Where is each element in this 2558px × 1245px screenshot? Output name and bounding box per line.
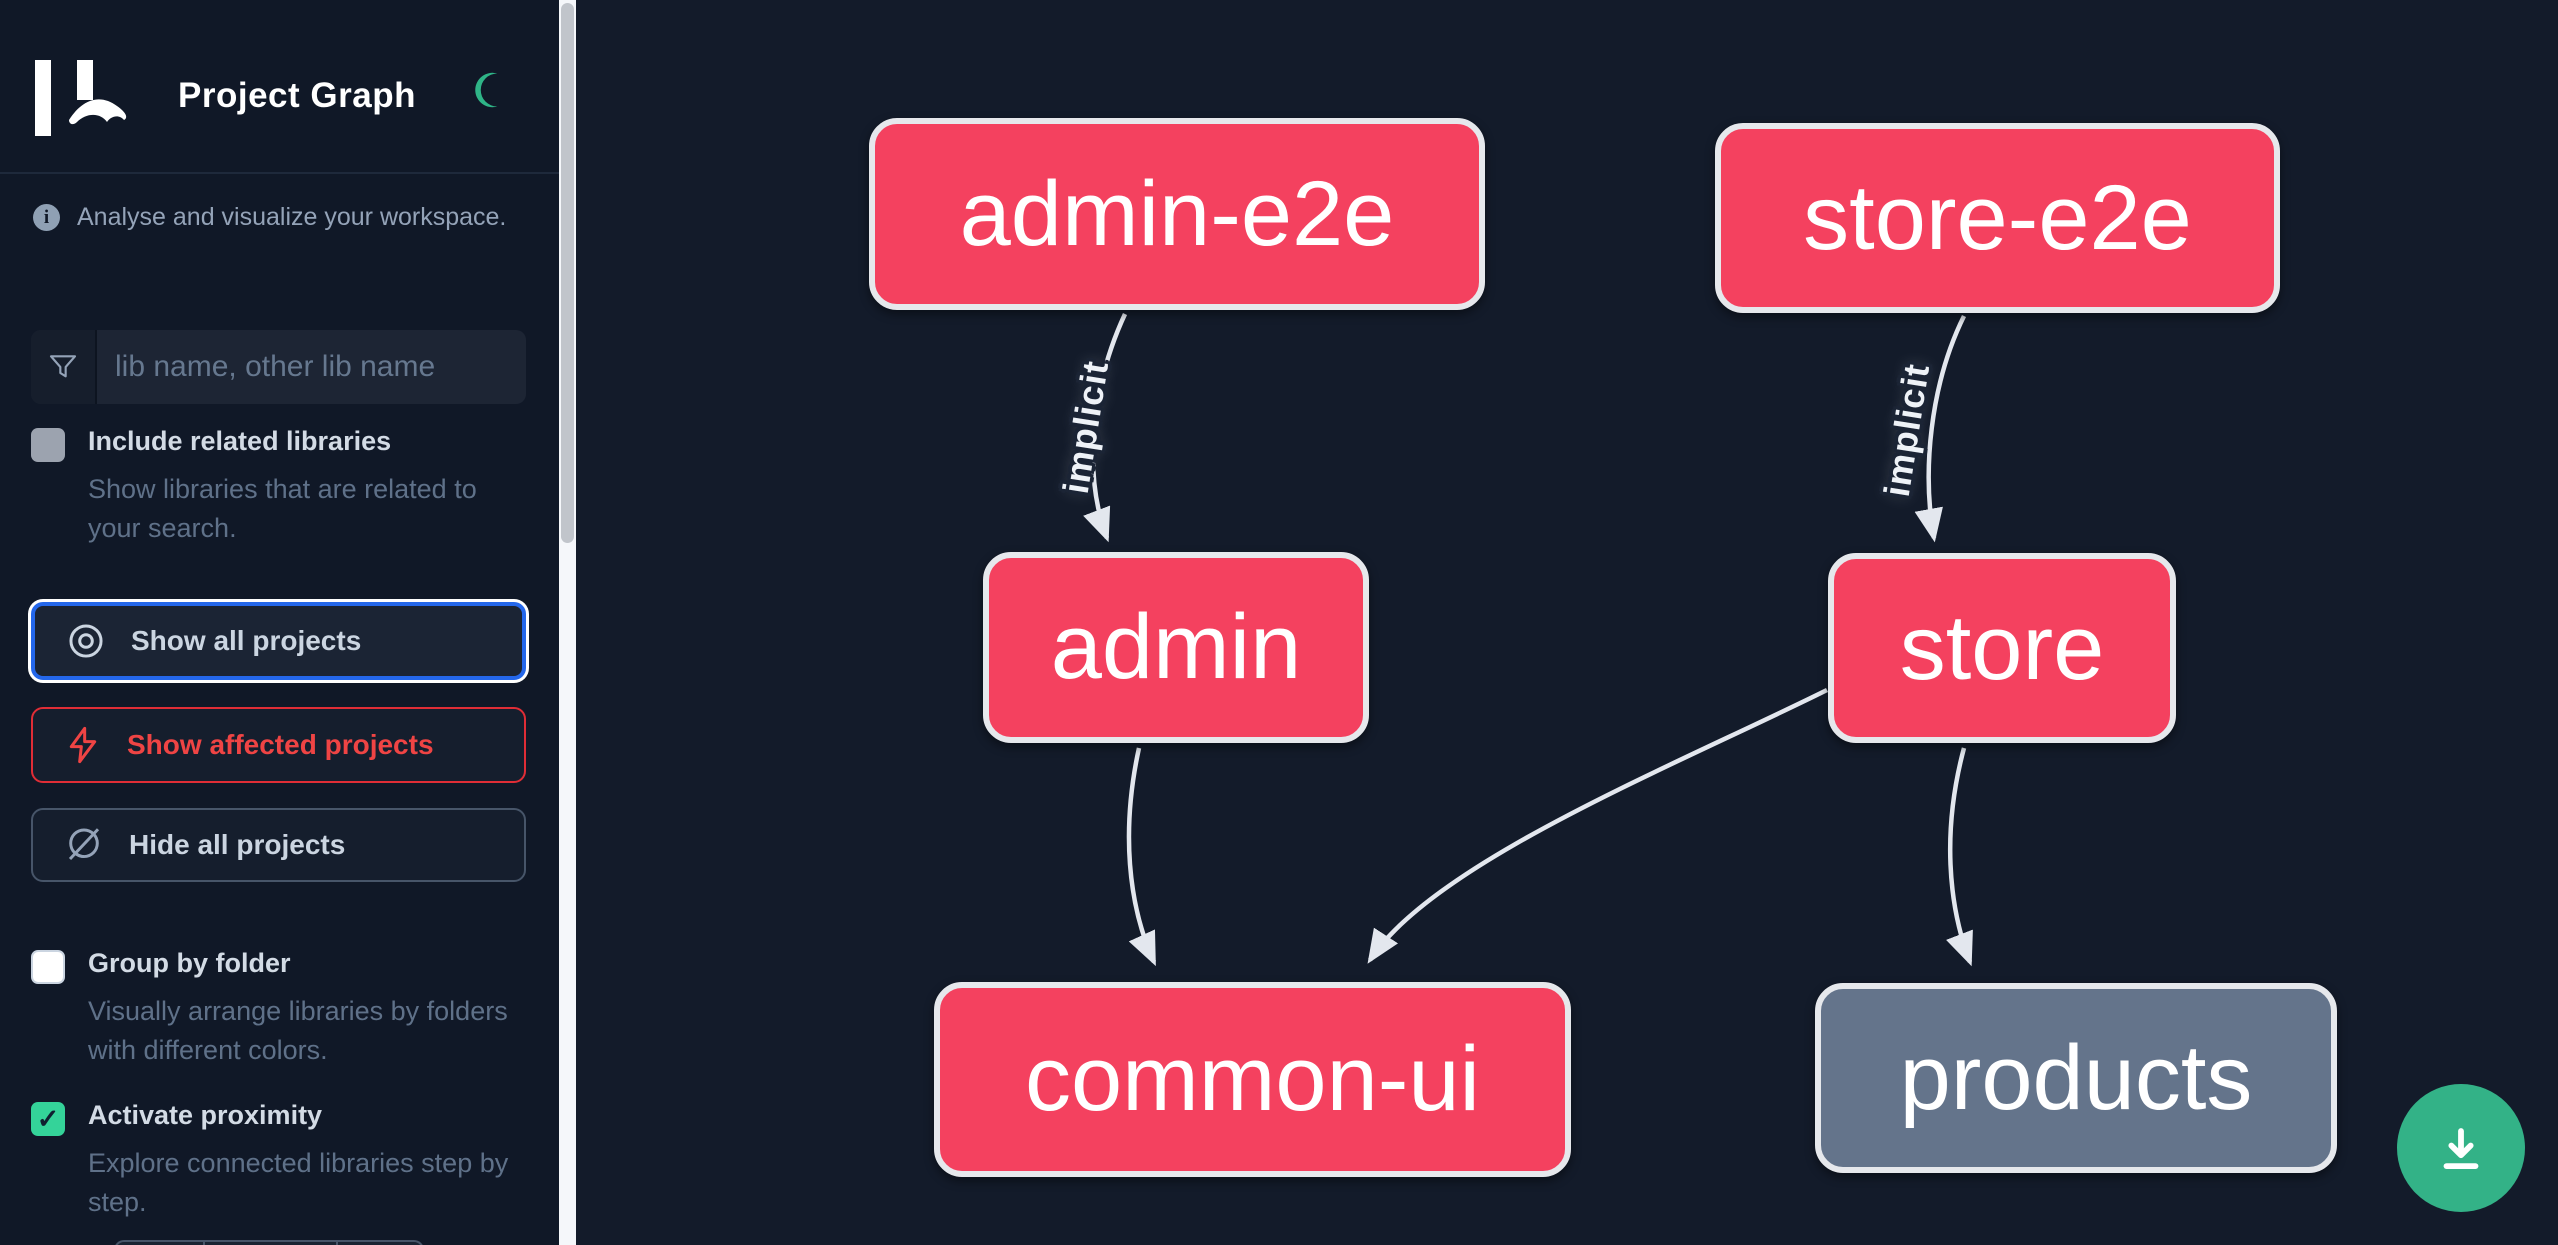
- info-icon: i: [33, 204, 60, 231]
- page-title: Project Graph: [178, 76, 416, 115]
- nx-logo-icon: [35, 60, 127, 136]
- checkbox-activate-proximity[interactable]: ✓: [31, 1102, 65, 1136]
- edge-store-to-common-ui: [1367, 687, 1829, 964]
- edge-store-e2e-to-store: [1914, 315, 1967, 543]
- button-label: Show all projects: [131, 625, 362, 656]
- download-icon: [2443, 1128, 2479, 1170]
- toggle-description: Visually arrange libraries by folders wi…: [88, 996, 508, 1065]
- toggle-label: Group by folder: [88, 948, 291, 978]
- graph-node-admin[interactable]: admin: [983, 552, 1369, 743]
- checkbox-include-related[interactable]: [31, 428, 65, 462]
- button-label: Hide all projects: [129, 829, 346, 860]
- show-affected-projects-button[interactable]: Show affected projects: [31, 707, 526, 783]
- theme-toggle-button[interactable]: [466, 68, 512, 114]
- lightning-bolt-icon: [69, 726, 97, 764]
- search-input[interactable]: [97, 330, 526, 404]
- sidebar-header: Project Graph: [0, 0, 559, 174]
- toggle-description: Explore connected libraries step by step…: [88, 1148, 509, 1217]
- sidebar-scrollbar[interactable]: [559, 0, 576, 1245]
- sidebar-scrollbar-thumb[interactable]: [561, 3, 574, 543]
- project-graph-canvas[interactable]: implicit implicit admin-e2e store-e2e ad…: [576, 0, 2558, 1245]
- toggle-label: Include related libraries: [88, 426, 392, 456]
- edge-store-to-products: [1946, 747, 1973, 967]
- show-all-projects-button[interactable]: Show all projects: [31, 602, 526, 680]
- moon-icon: [475, 72, 498, 108]
- hide-all-projects-button[interactable]: Hide all projects: [31, 808, 526, 882]
- segmented-control-cropped[interactable]: [114, 1240, 424, 1245]
- eye-icon: [69, 624, 103, 658]
- button-label: Show affected projects: [127, 729, 434, 760]
- edge-admin-e2e-to-admin: [1083, 313, 1128, 543]
- eye-off-icon: [68, 828, 100, 861]
- search-box: [31, 330, 526, 404]
- edge-admin-to-common-ui: [1126, 747, 1157, 967]
- segment[interactable]: [116, 1242, 205, 1245]
- dependency-edges: [1083, 313, 1973, 967]
- filter-funnel-icon: [31, 330, 97, 404]
- graph-node-common-ui[interactable]: common-ui: [934, 982, 1571, 1177]
- checkbox-group-by-folder[interactable]: [31, 950, 65, 984]
- sidebar: Project Graph i Analyse and visualize yo…: [0, 0, 559, 1245]
- segment[interactable]: [205, 1242, 338, 1245]
- graph-node-admin-e2e[interactable]: admin-e2e: [869, 118, 1485, 310]
- info-text: Analyse and visualize your workspace.: [77, 203, 507, 231]
- graph-node-products[interactable]: products: [1815, 983, 2337, 1173]
- toggle-description: Show libraries that are related to your …: [88, 474, 477, 543]
- toggle-label: Activate proximity: [88, 1100, 323, 1130]
- graph-node-store[interactable]: store: [1828, 553, 2176, 743]
- workspace-info: i Analyse and visualize your workspace.: [33, 203, 506, 232]
- download-image-button[interactable]: [2397, 1084, 2525, 1212]
- graph-node-store-e2e[interactable]: store-e2e: [1715, 123, 2280, 313]
